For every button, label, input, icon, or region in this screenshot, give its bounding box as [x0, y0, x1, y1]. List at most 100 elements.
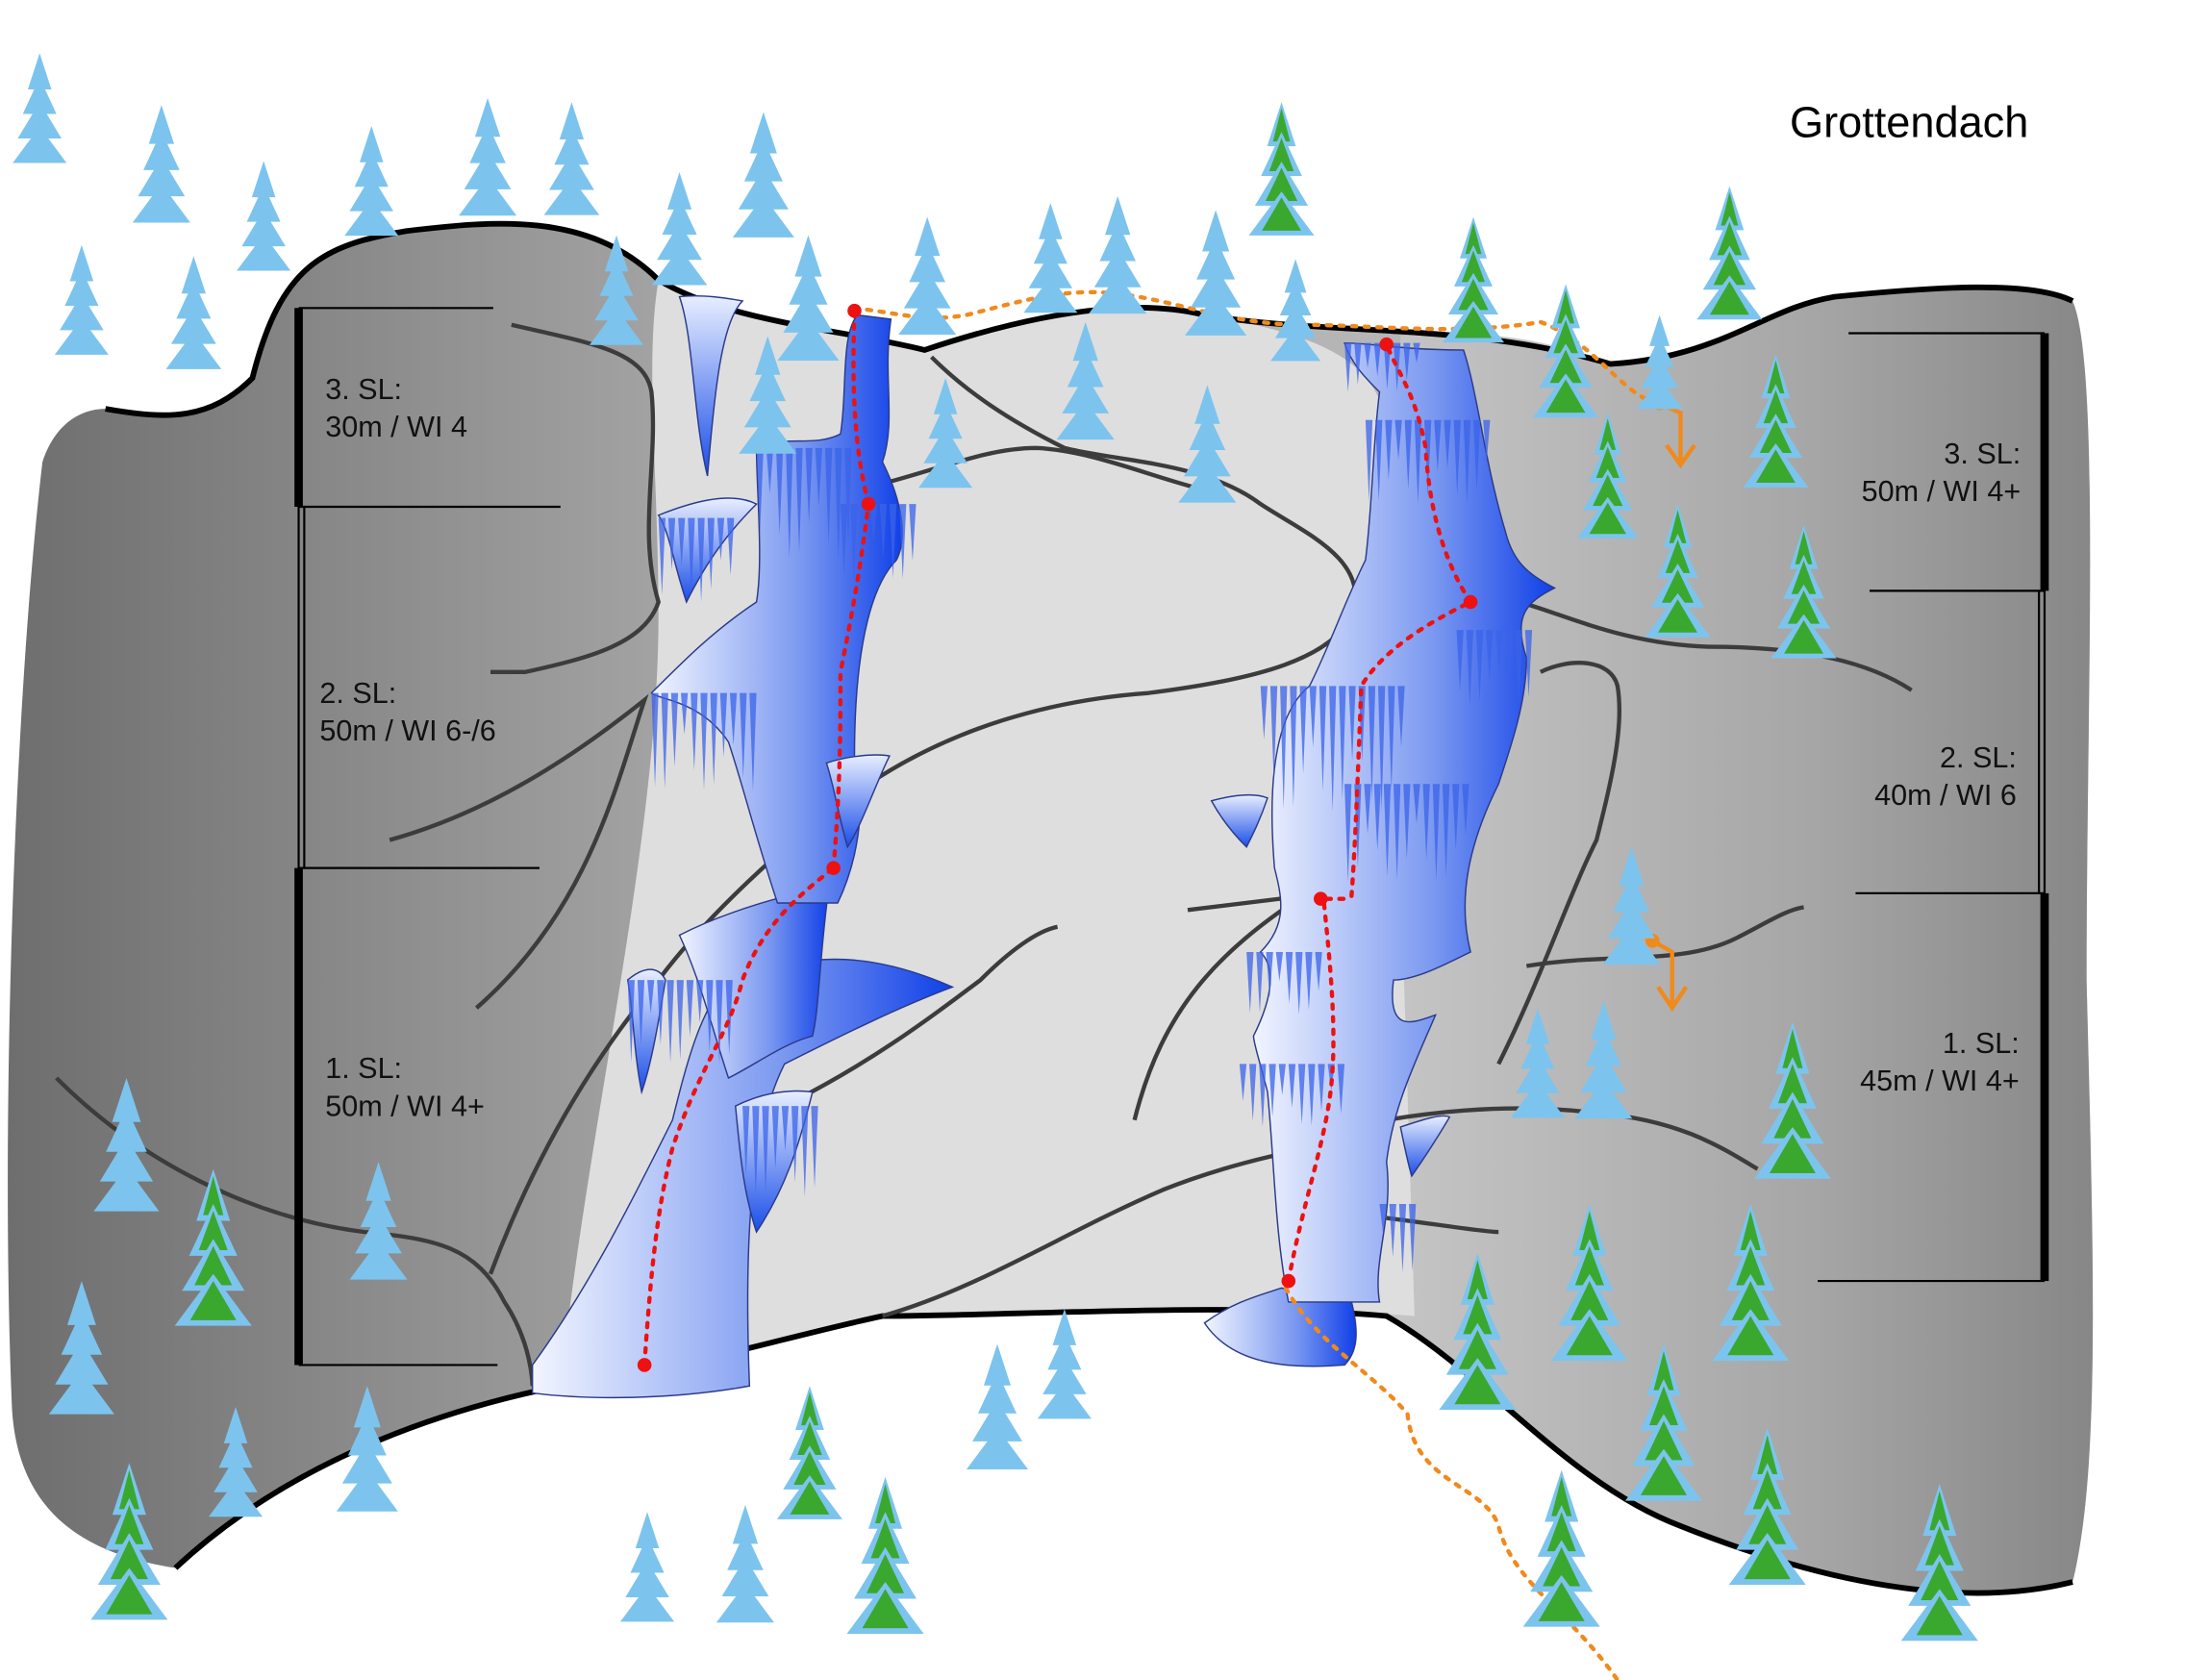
icicle	[1462, 784, 1469, 836]
icicle	[666, 980, 674, 1063]
icicle	[1365, 419, 1373, 502]
left-pitch-2-name: 2. SL:	[319, 677, 396, 710]
icicle	[707, 517, 715, 589]
icicle	[688, 517, 695, 593]
icicle	[676, 980, 684, 1060]
wall-bottom-edge	[173, 1307, 2073, 1596]
icicle	[879, 504, 887, 559]
left-pitch-3-detail: 30m / WI 4	[325, 411, 467, 443]
icicle	[795, 447, 803, 554]
icicle	[627, 980, 635, 1063]
tree-icon	[209, 1407, 264, 1517]
icicle	[850, 504, 858, 581]
icicle	[835, 447, 842, 561]
icicle	[1388, 686, 1395, 791]
tree-icon	[732, 112, 794, 238]
icicle	[1256, 951, 1264, 1014]
climbing-routes	[641, 309, 1473, 1367]
icicle	[801, 1106, 809, 1197]
icicle	[1379, 1204, 1387, 1234]
tree-icon	[1743, 354, 1809, 488]
icicle	[1444, 419, 1451, 469]
left-pitch-1-detail: 50m / WI 4+	[325, 1090, 485, 1122]
icicle	[1383, 784, 1392, 877]
icicle	[651, 692, 659, 787]
icicle	[700, 692, 708, 790]
right-pitch-3-name: 3. SL:	[1944, 438, 2021, 470]
icicle	[725, 980, 733, 1055]
tree-icon	[1574, 1000, 1633, 1119]
icicle	[1337, 1064, 1345, 1115]
icicle	[889, 504, 897, 579]
icicle	[1463, 419, 1471, 504]
icicle	[1456, 630, 1464, 691]
tree-icon	[54, 244, 109, 355]
tree-icon	[1439, 1252, 1517, 1411]
tree-icon	[739, 336, 797, 454]
tree-icon	[1550, 1204, 1628, 1362]
icicle	[1377, 686, 1386, 813]
tree-icon	[1712, 1204, 1790, 1362]
tree-icon	[846, 1476, 924, 1634]
tree-icon	[1522, 1469, 1600, 1627]
icicle	[1239, 1064, 1247, 1102]
tree-icon	[1270, 259, 1321, 362]
icicle	[719, 692, 728, 758]
icicle	[815, 447, 823, 507]
icicle	[1505, 630, 1513, 697]
icicle	[680, 692, 689, 735]
tree-icon	[1771, 524, 1837, 659]
icicle	[657, 980, 665, 1045]
tree-icon	[237, 161, 291, 271]
icicle	[869, 504, 877, 541]
icicle	[1373, 784, 1381, 851]
icicle	[670, 692, 679, 767]
icicle	[1368, 686, 1376, 801]
icicle	[1319, 686, 1327, 791]
icicle	[710, 692, 717, 785]
icicle	[678, 517, 686, 566]
icicle	[749, 692, 757, 791]
icicle	[691, 692, 698, 771]
icicle	[706, 980, 714, 1052]
icicle	[1452, 784, 1460, 850]
tree-icon	[93, 1077, 160, 1212]
icicle	[909, 504, 917, 562]
right-pitch-labels: 3. SL: 50m / WI 4+ 2. SL: 40m / WI 6 1. …	[1860, 438, 2021, 1097]
icicle	[1404, 419, 1412, 489]
tree-icon	[174, 1168, 252, 1326]
icicle	[1398, 1204, 1407, 1273]
icicle	[1413, 342, 1420, 364]
icicle	[899, 504, 907, 579]
tree-icon	[13, 53, 67, 163]
tree-icon	[48, 1281, 114, 1415]
icicle	[844, 447, 852, 547]
icicle	[1305, 951, 1313, 1011]
icicle	[1344, 342, 1352, 392]
icicle	[824, 447, 833, 544]
tree-icon	[1576, 413, 1639, 539]
icicle	[1385, 419, 1393, 480]
icicle	[1259, 1064, 1267, 1127]
icicle	[740, 692, 747, 779]
icicle	[1266, 951, 1273, 998]
icicle	[727, 517, 735, 576]
icicle	[1524, 630, 1533, 697]
icicle	[840, 504, 848, 575]
right-pitch-1-detail: 45m / WI 4+	[1860, 1065, 2020, 1097]
icicle	[1344, 784, 1352, 883]
tree-icon	[918, 378, 973, 489]
icicle	[1394, 419, 1402, 460]
tree-icon	[459, 97, 517, 216]
icicle	[1375, 419, 1383, 501]
icicle	[1260, 686, 1268, 740]
icicle	[1442, 784, 1450, 877]
tree-icon	[1510, 1008, 1565, 1118]
icicle	[1299, 686, 1307, 774]
icicle	[1373, 342, 1381, 377]
icicle	[811, 1106, 818, 1189]
icicle	[1269, 686, 1278, 781]
icicle	[1315, 951, 1322, 991]
icicle	[716, 517, 725, 561]
icicle	[1413, 784, 1420, 824]
